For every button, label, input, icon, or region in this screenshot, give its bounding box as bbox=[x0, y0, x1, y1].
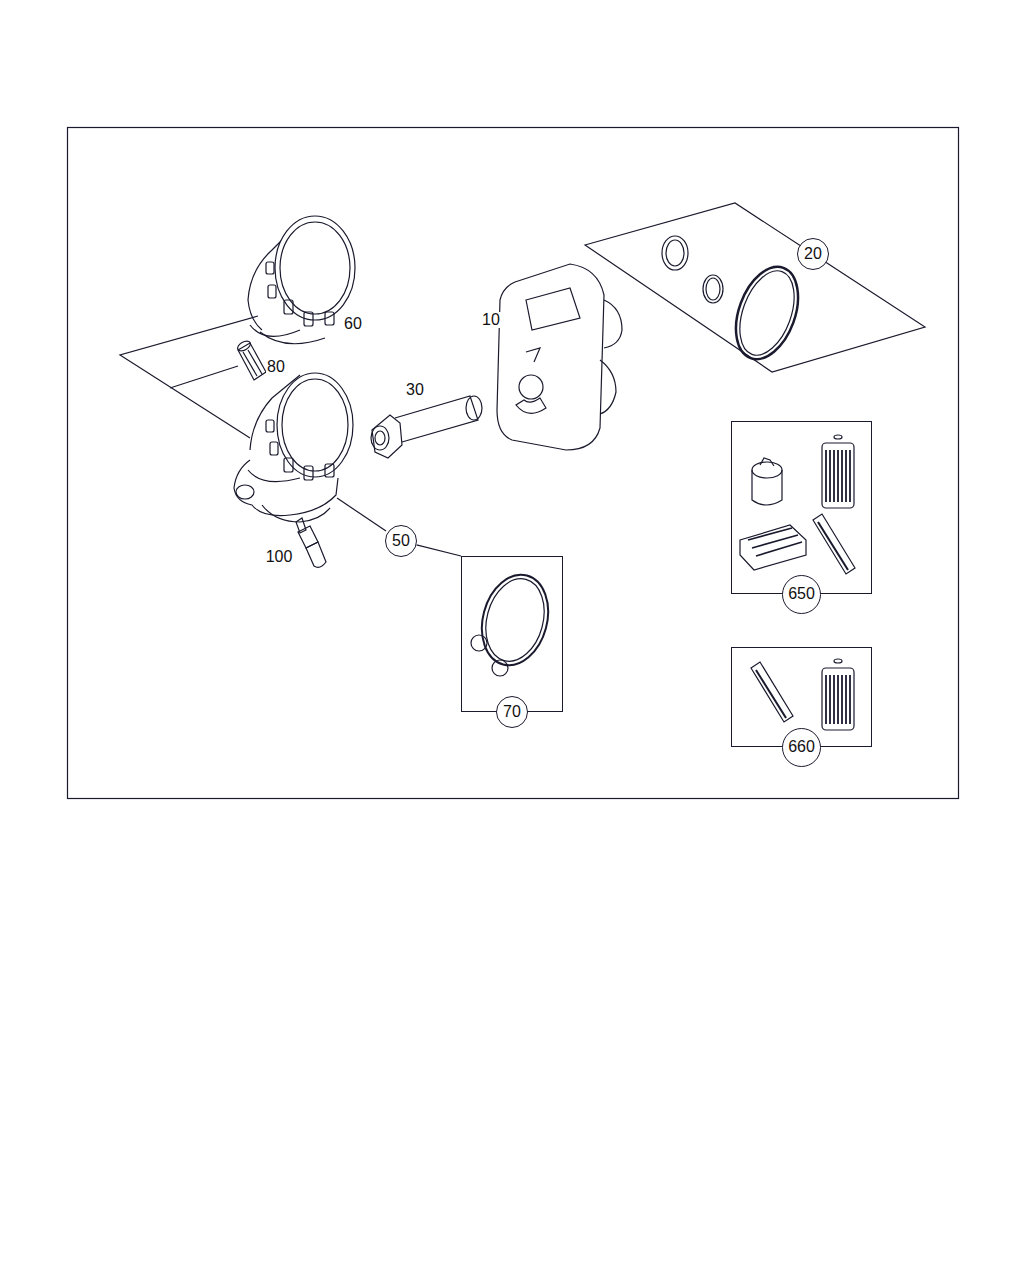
connecting-pipe-part bbox=[375, 431, 385, 445]
callout-number: 70 bbox=[503, 704, 521, 720]
service-kit-part bbox=[813, 514, 855, 574]
oil-cooler-part bbox=[526, 288, 580, 330]
filter-housing-part bbox=[304, 466, 313, 480]
service-kit bbox=[740, 435, 855, 574]
service-kit-part bbox=[822, 443, 854, 508]
kit-box: 70 bbox=[461, 556, 563, 712]
callout-circle: 70 bbox=[496, 696, 528, 728]
seal-rings-part bbox=[662, 236, 688, 270]
seal-rings-part bbox=[729, 263, 804, 362]
filter-cartridge-part bbox=[266, 262, 274, 274]
callout-number: 650 bbox=[788, 586, 815, 602]
callout-circle: 660 bbox=[782, 728, 821, 767]
connecting-pipe-part bbox=[466, 396, 482, 420]
service-kit-part bbox=[756, 670, 786, 718]
callout-number: 100 bbox=[265, 549, 294, 565]
connecting-pipe-part bbox=[372, 415, 402, 458]
service-kit-part bbox=[834, 659, 842, 663]
filter-housing bbox=[234, 373, 353, 522]
service-kit-part bbox=[822, 668, 854, 730]
service-kit-part bbox=[752, 462, 782, 478]
filter-cartridge-part bbox=[260, 332, 325, 344]
seal-rings-part bbox=[703, 275, 723, 303]
service-kit-part bbox=[826, 675, 850, 724]
group-bracket-part bbox=[120, 316, 258, 438]
strainer-part bbox=[236, 339, 252, 353]
seal-rings bbox=[662, 236, 810, 368]
callout-number: 30 bbox=[405, 382, 425, 398]
connecting-pipe bbox=[371, 396, 482, 458]
oil-cooler bbox=[497, 264, 622, 450]
service-kit-part bbox=[748, 528, 802, 556]
filter-housing-part bbox=[325, 464, 334, 477]
strainer-part bbox=[243, 352, 257, 376]
filter-cartridge-part bbox=[325, 312, 334, 325]
oil-cooler-part bbox=[516, 398, 546, 413]
oil-cooler-part bbox=[526, 348, 540, 362]
callout-number: 50 bbox=[392, 533, 410, 549]
filter-housing-part bbox=[234, 460, 338, 516]
connecting-pipe-part bbox=[395, 396, 478, 442]
kit-box: 650 bbox=[731, 421, 872, 594]
filter-cartridge-part bbox=[304, 312, 313, 326]
filter-housing-part bbox=[284, 458, 293, 472]
filter-cartridge bbox=[248, 216, 355, 344]
callout-circle: 650 bbox=[782, 575, 821, 614]
seal-kit-frame bbox=[585, 203, 925, 372]
oil-cooler-part bbox=[600, 360, 616, 414]
callout-number: 10 bbox=[481, 312, 501, 328]
seal-set-part bbox=[471, 635, 487, 651]
seal-set-part bbox=[477, 572, 553, 668]
leader-line bbox=[417, 545, 461, 556]
filter-cartridge-part bbox=[280, 222, 350, 314]
service-kit-part bbox=[751, 662, 793, 722]
filter-housing-part bbox=[277, 373, 353, 477]
seal-rings-part bbox=[666, 240, 684, 266]
callout-circle: 50 bbox=[385, 525, 417, 557]
filter-cartridge-part bbox=[275, 216, 355, 320]
oil-sensor-part bbox=[306, 542, 326, 567]
group-bracket bbox=[120, 316, 258, 438]
seal-set-part bbox=[492, 660, 508, 676]
filter-housing-part bbox=[266, 420, 274, 432]
oil-cooler-part bbox=[604, 300, 622, 348]
oil-sensor bbox=[296, 518, 326, 567]
service-kit-part bbox=[818, 522, 848, 570]
filter-housing-part bbox=[270, 442, 278, 455]
strainer-part bbox=[248, 350, 262, 374]
callout-circle: 20 bbox=[797, 238, 829, 270]
strainer bbox=[236, 339, 266, 380]
callout-number: 660 bbox=[788, 739, 815, 755]
oil-cooler-part bbox=[519, 375, 543, 399]
filter-housing-part bbox=[236, 485, 254, 499]
seal-rings-part bbox=[724, 258, 809, 367]
callout-number: 80 bbox=[266, 359, 286, 375]
service-kit-part bbox=[760, 458, 774, 466]
leader-line bbox=[337, 498, 386, 531]
filter-housing-part bbox=[262, 505, 330, 522]
illustration bbox=[68, 128, 959, 799]
seal-set-part bbox=[472, 567, 558, 672]
service-kit-part bbox=[740, 525, 806, 570]
service-kit bbox=[751, 659, 854, 730]
filter-housing-part bbox=[282, 379, 348, 471]
strainer-part bbox=[238, 343, 266, 380]
service-kit-part bbox=[826, 450, 850, 502]
kit-box: 660 bbox=[731, 647, 872, 747]
group-bracket-part bbox=[170, 366, 238, 388]
callout-number: 60 bbox=[343, 316, 363, 332]
oil-sensor-part bbox=[298, 526, 318, 548]
connecting-pipe-part bbox=[371, 426, 389, 450]
callout-number: 20 bbox=[804, 246, 822, 262]
service-kit-part bbox=[834, 435, 842, 439]
oil-cooler-part bbox=[497, 264, 604, 450]
filter-cartridge-part bbox=[268, 285, 276, 298]
diagram-frame bbox=[68, 128, 959, 799]
filter-cartridge-part bbox=[284, 300, 293, 314]
seal-rings-part bbox=[706, 278, 720, 300]
seal-set bbox=[471, 567, 558, 676]
